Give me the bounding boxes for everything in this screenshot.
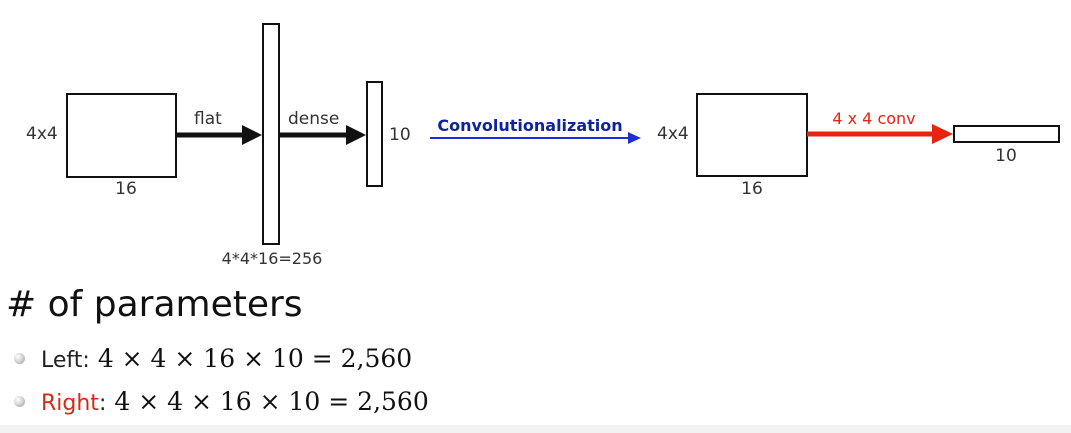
bullet-right-colon: :: [98, 391, 107, 416]
convolutionalization-diagram: 4x4 16 flat 4*4*16=256 dense 10 Convolut…: [26, 23, 1060, 268]
bullet-right-formula: 4 × 4 × 16 × 10 = 2,560: [114, 387, 429, 416]
left-output-box: [366, 81, 383, 187]
dense-label: dense: [288, 109, 339, 129]
bullet-left-colon: :: [82, 348, 90, 373]
left-input-side-label: 4x4: [26, 124, 58, 144]
flat-arrow-head: [242, 125, 262, 145]
bullet-left-label: Left: [41, 348, 83, 373]
right-input-bottom-label: 16: [741, 179, 763, 199]
bullet-right-label: Right: [41, 391, 99, 416]
conv-arrow-head: [932, 124, 953, 144]
right-output-box: [953, 125, 1060, 143]
dense-arrow-head: [346, 125, 366, 145]
bullet-left: Left : 4 × 4 × 16 × 10 = 2,560: [14, 344, 412, 373]
bullet-right: Right : 4 × 4 × 16 × 10 = 2,560: [14, 387, 429, 416]
bullet-dot-icon: [14, 396, 25, 407]
flat-label: flat: [194, 109, 222, 129]
conv-label: 4 x 4 conv: [832, 109, 915, 128]
flat-vector-box: [262, 23, 280, 245]
bullet-dot-icon: [14, 353, 25, 364]
flat-vector-label: 4*4*16=256: [222, 249, 323, 268]
left-input-bottom-label: 16: [115, 179, 137, 199]
parameters-heading: # of parameters: [6, 284, 303, 325]
right-input-box: [696, 93, 808, 177]
convolutionalization-label: Convolutionalization: [437, 116, 622, 135]
convolutionalization-arrow-head: [628, 132, 641, 144]
bullet-left-formula: 4 × 4 × 16 × 10 = 2,560: [97, 344, 413, 373]
left-output-label: 10: [389, 125, 411, 145]
right-input-side-label: 4x4: [657, 124, 689, 144]
right-output-label: 10: [995, 146, 1017, 166]
bottom-bar: [0, 425, 1071, 433]
left-input-box: [66, 93, 177, 178]
